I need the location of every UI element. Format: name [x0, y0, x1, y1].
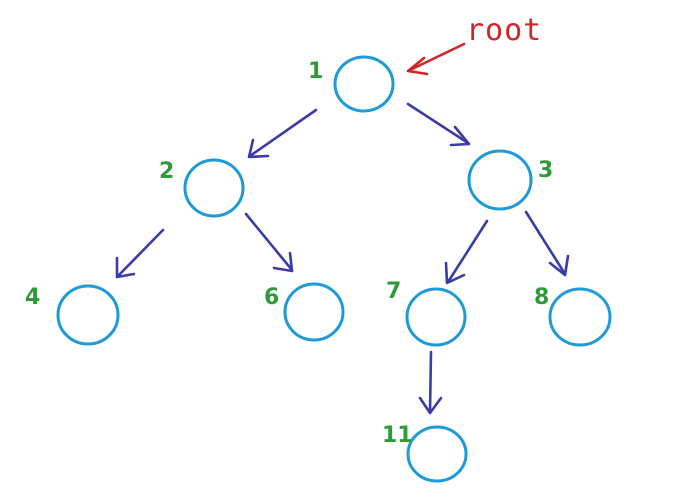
tree-node-8: 8	[534, 285, 612, 347]
tree-node-1: 1	[308, 55, 395, 113]
edge-2-6	[244, 212, 294, 273]
root-arrow	[406, 42, 466, 76]
node-label-8: 8	[534, 285, 549, 310]
tree-node-3: 3	[467, 149, 553, 211]
node-label-3: 3	[538, 158, 553, 183]
tree-node-2: 2	[159, 158, 245, 218]
edge-1-2	[247, 108, 318, 159]
node-label-1: 1	[308, 59, 323, 84]
node-label-2: 2	[159, 159, 174, 184]
root-label: root	[466, 13, 542, 48]
node-label-11: 11	[382, 423, 413, 448]
tree-node-11: 11	[382, 423, 468, 483]
edge-1-3	[406, 102, 471, 147]
tree-node-4: 4	[25, 284, 120, 346]
edge-7-11	[418, 350, 443, 415]
node-label-6: 6	[264, 285, 279, 310]
edge-2-4	[115, 228, 165, 279]
tree-node-7: 7	[386, 279, 467, 347]
tree-node-6: 6	[264, 282, 345, 342]
edge-3-8	[524, 210, 570, 277]
node-label-7: 7	[386, 279, 401, 304]
edge-3-7	[444, 219, 489, 285]
node-label-4: 4	[25, 285, 40, 310]
